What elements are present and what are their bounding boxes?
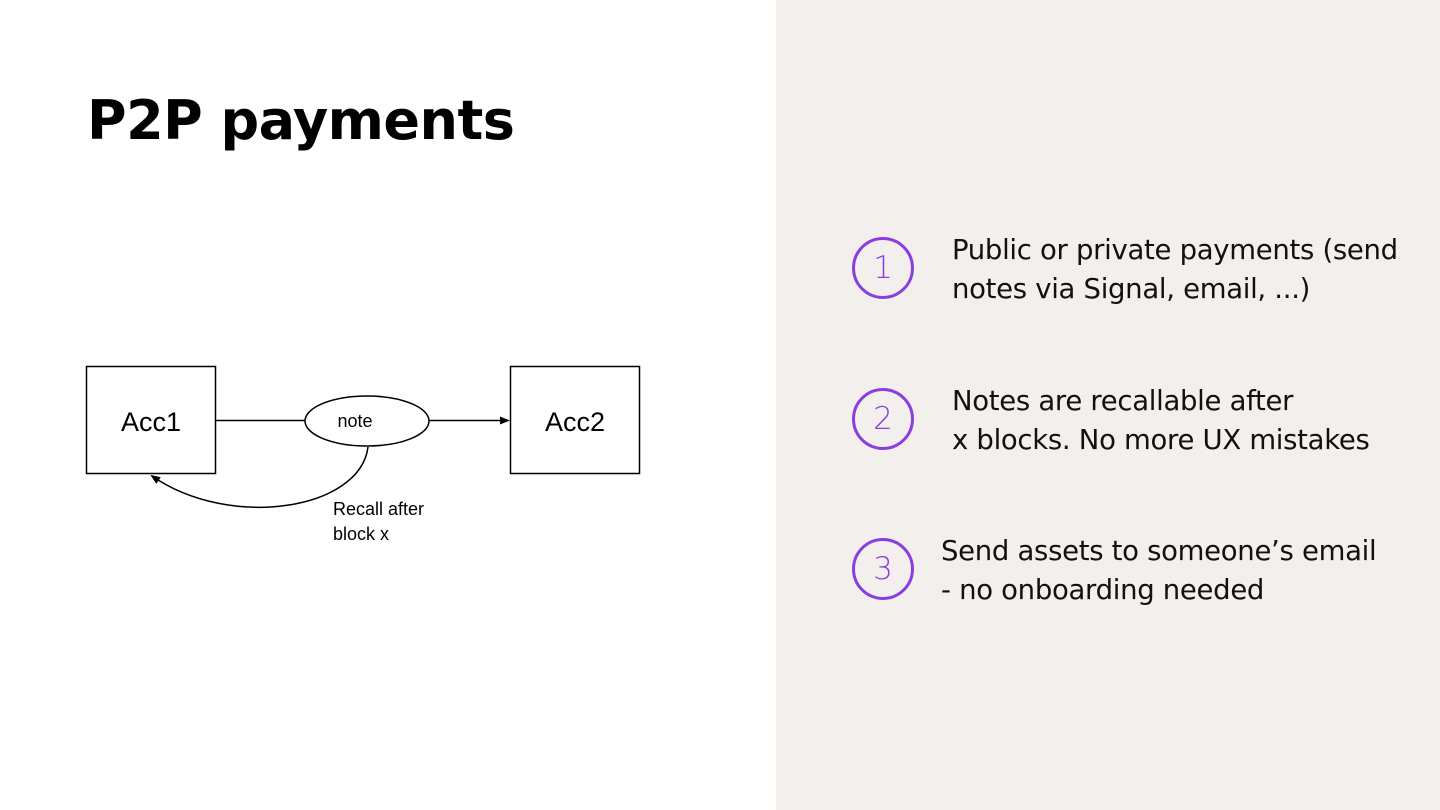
point-2-text: Notes are recallable after x blocks. No … [952, 382, 1370, 459]
point-2-line-2: x blocks. No more UX mistakes [952, 423, 1370, 456]
acc2-label: Acc2 [545, 407, 605, 437]
recall-label-line-2: block x [333, 524, 389, 544]
recall-label-line-1: Recall after [333, 499, 424, 519]
point-2-number-circle: 2 [852, 388, 914, 450]
point-3-text: Send assets to someone’s email - no onbo… [941, 532, 1377, 609]
p2p-flow-diagram: Acc1 note Acc2 Recall after block x [85, 365, 641, 544]
point-3: 3 Send assets to someone’s email - no on… [852, 535, 1424, 618]
point-1-number-circle: 1 [852, 237, 914, 299]
point-1: 1 Public or private payments (send notes… [852, 234, 1424, 317]
point-3-line-2: - no onboarding needed [941, 573, 1265, 606]
page-title: P2P payments [87, 89, 515, 152]
point-2-line-1: Notes are recallable after [952, 385, 1294, 417]
recall-curve-arrow [150, 446, 369, 508]
point-3-line-1: Send assets to someone’s email [941, 535, 1377, 567]
acc2-node [509, 365, 641, 475]
point-1-line-2: notes via Signal, email, ...) [952, 272, 1311, 305]
point-3-number-circle: 3 [852, 538, 914, 600]
point-2: 2 Notes are recallable after x blocks. N… [852, 385, 1424, 468]
acc1-label: Acc1 [121, 407, 181, 437]
point-1-text: Public or private payments (send notes v… [952, 231, 1398, 308]
note-label: note [337, 411, 372, 431]
point-1-line-1: Public or private payments (send [952, 234, 1398, 266]
